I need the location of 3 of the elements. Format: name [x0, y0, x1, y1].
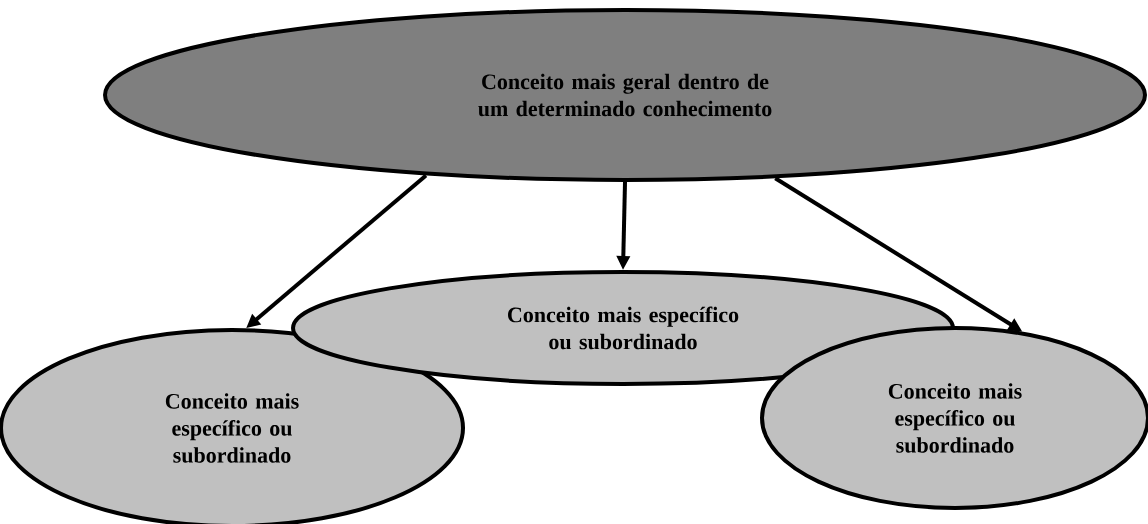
- ellipse-node: Conceito mais específico ou subordinado: [0, 328, 465, 524]
- ellipse-node: Conceito mais geral dentro de um determinado conhecimento: [103, 8, 1147, 182]
- ellipse-node: Conceito mais específico ou subordinado: [760, 326, 1148, 510]
